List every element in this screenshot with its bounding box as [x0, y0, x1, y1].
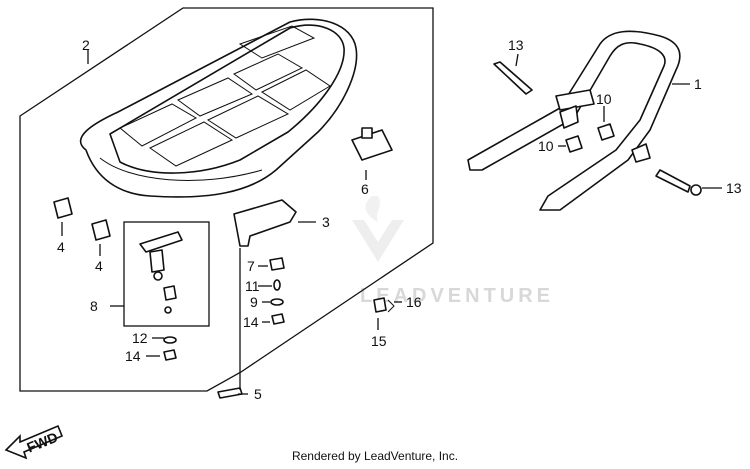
seat [79, 18, 358, 198]
bolt-13-right [655, 169, 691, 193]
callout-11: 11 [245, 278, 260, 294]
callout-12: 12 [132, 330, 148, 346]
callout-13-lower: 13 [726, 180, 742, 196]
nut-15 [373, 297, 387, 313]
callout-4-left: 4 [57, 239, 65, 255]
callout-13-upper: 13 [508, 37, 524, 53]
rubber-stud [361, 127, 373, 139]
collar [269, 257, 285, 271]
nut-a [271, 313, 285, 325]
render-credit: Rendered by LeadVenture, Inc. [291, 449, 459, 463]
nut-b [163, 349, 177, 361]
callout-10-upper: 10 [596, 91, 612, 107]
callout-16: 16 [406, 294, 422, 310]
callout-9: 9 [250, 294, 258, 310]
callout-7: 7 [247, 258, 255, 274]
callout-2: 2 [82, 37, 90, 53]
callout-14-upper: 14 [243, 314, 259, 330]
watermark-logo [352, 196, 404, 262]
hinge-group-box [123, 221, 210, 327]
small-cushion [273, 279, 281, 291]
callout-10-lower: 10 [538, 138, 554, 154]
callout-15: 15 [371, 333, 387, 349]
callout-14-lower: 14 [125, 348, 141, 364]
callout-8: 8 [90, 298, 98, 314]
watermark-text: LEADVENTURE [360, 285, 554, 307]
clip-16 [387, 299, 395, 313]
seat-bracket [233, 199, 297, 247]
callout-3: 3 [322, 214, 330, 230]
grab-rail [467, 30, 681, 211]
bolt-13-left [493, 61, 533, 95]
washer [270, 298, 284, 306]
leader-lines [61, 50, 722, 395]
nut-10-lower [565, 135, 583, 153]
nut-10-upper [597, 123, 615, 141]
callout-5: 5 [254, 386, 262, 402]
seat-hinge [139, 231, 183, 314]
rubber-cushion-right [91, 219, 111, 241]
assembly-outline [19, 7, 434, 392]
washer-12 [163, 336, 177, 344]
callout-1: 1 [694, 76, 702, 92]
bolt-13-right-head [690, 184, 702, 196]
bolt-5 [217, 387, 243, 399]
callout-6: 6 [361, 181, 369, 197]
rubber-cushion-left [53, 197, 73, 219]
callout-4-right: 4 [95, 258, 103, 274]
